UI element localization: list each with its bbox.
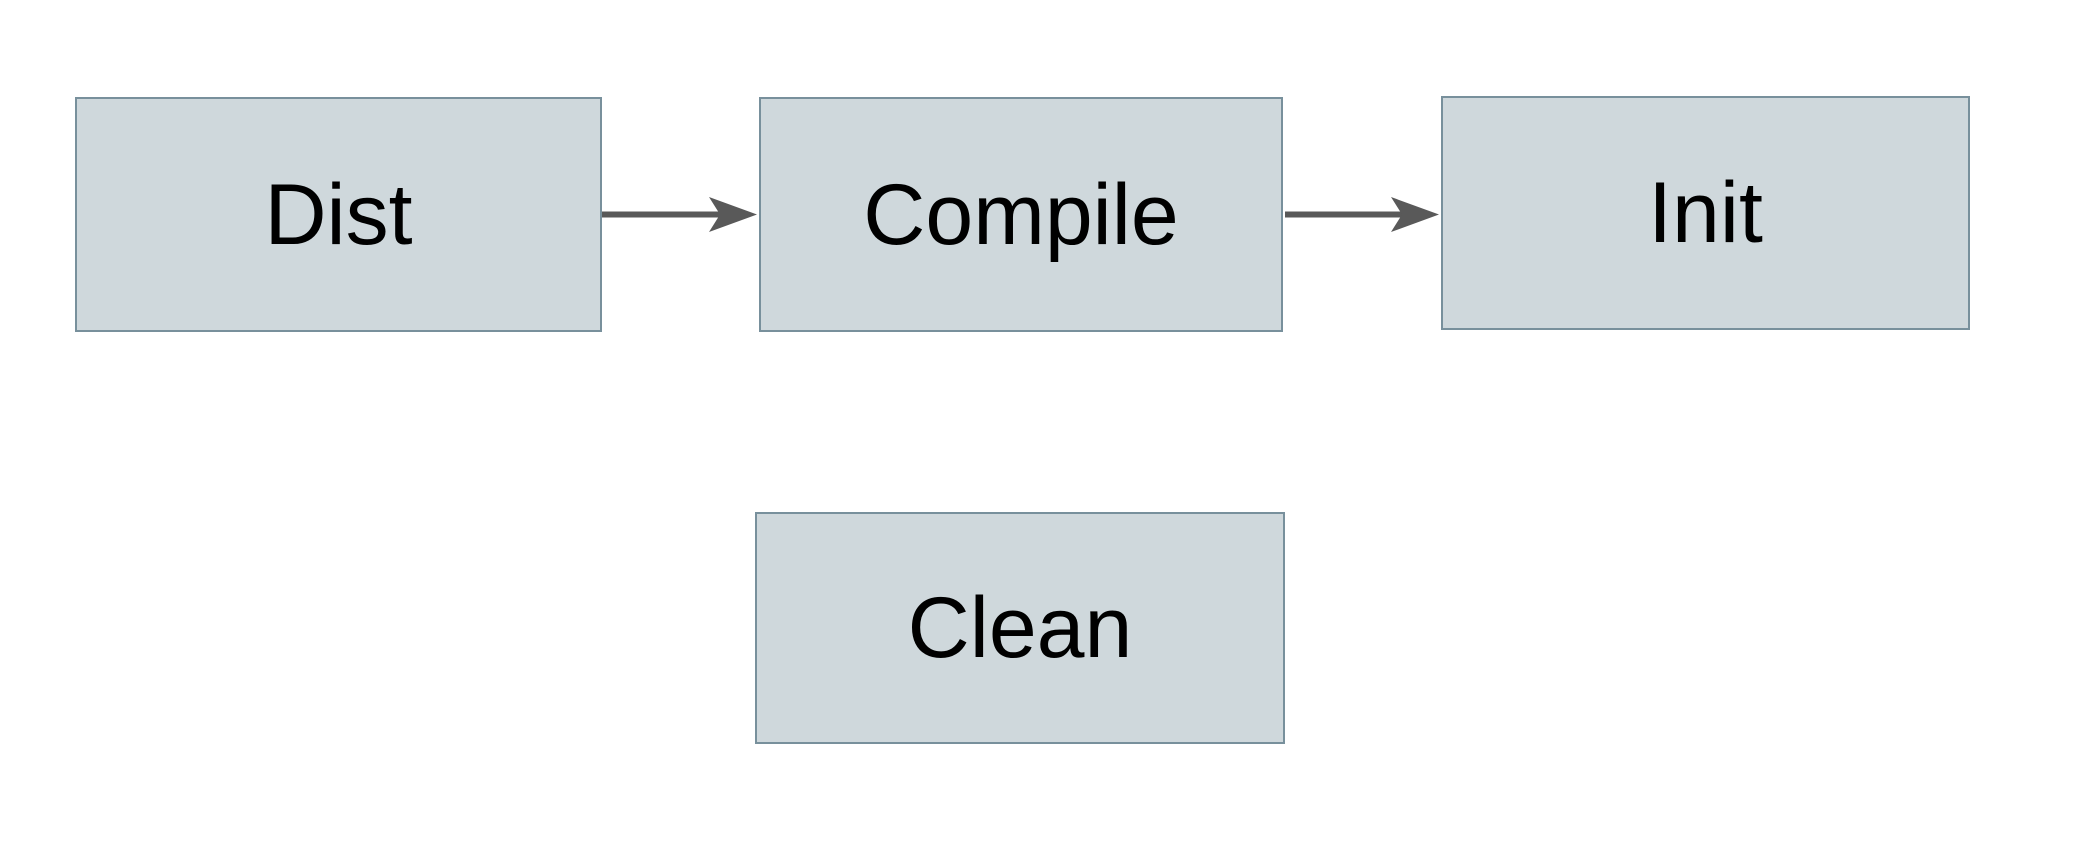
node-compile[interactable]: Compile [759, 97, 1283, 332]
node-init-label: Init [1648, 165, 1763, 261]
node-compile-label: Compile [863, 166, 1179, 263]
arrow-compile-to-init[interactable] [1285, 197, 1439, 232]
node-dist-label: Dist [264, 166, 413, 263]
node-dist[interactable]: Dist [75, 97, 602, 332]
node-init[interactable]: Init [1441, 96, 1970, 330]
arrow-head-icon [1391, 197, 1439, 232]
node-clean-label: Clean [907, 580, 1133, 676]
arrow-head-icon [709, 197, 757, 232]
arrow-dist-to-compile[interactable] [602, 197, 757, 232]
node-clean[interactable]: Clean [755, 512, 1285, 744]
